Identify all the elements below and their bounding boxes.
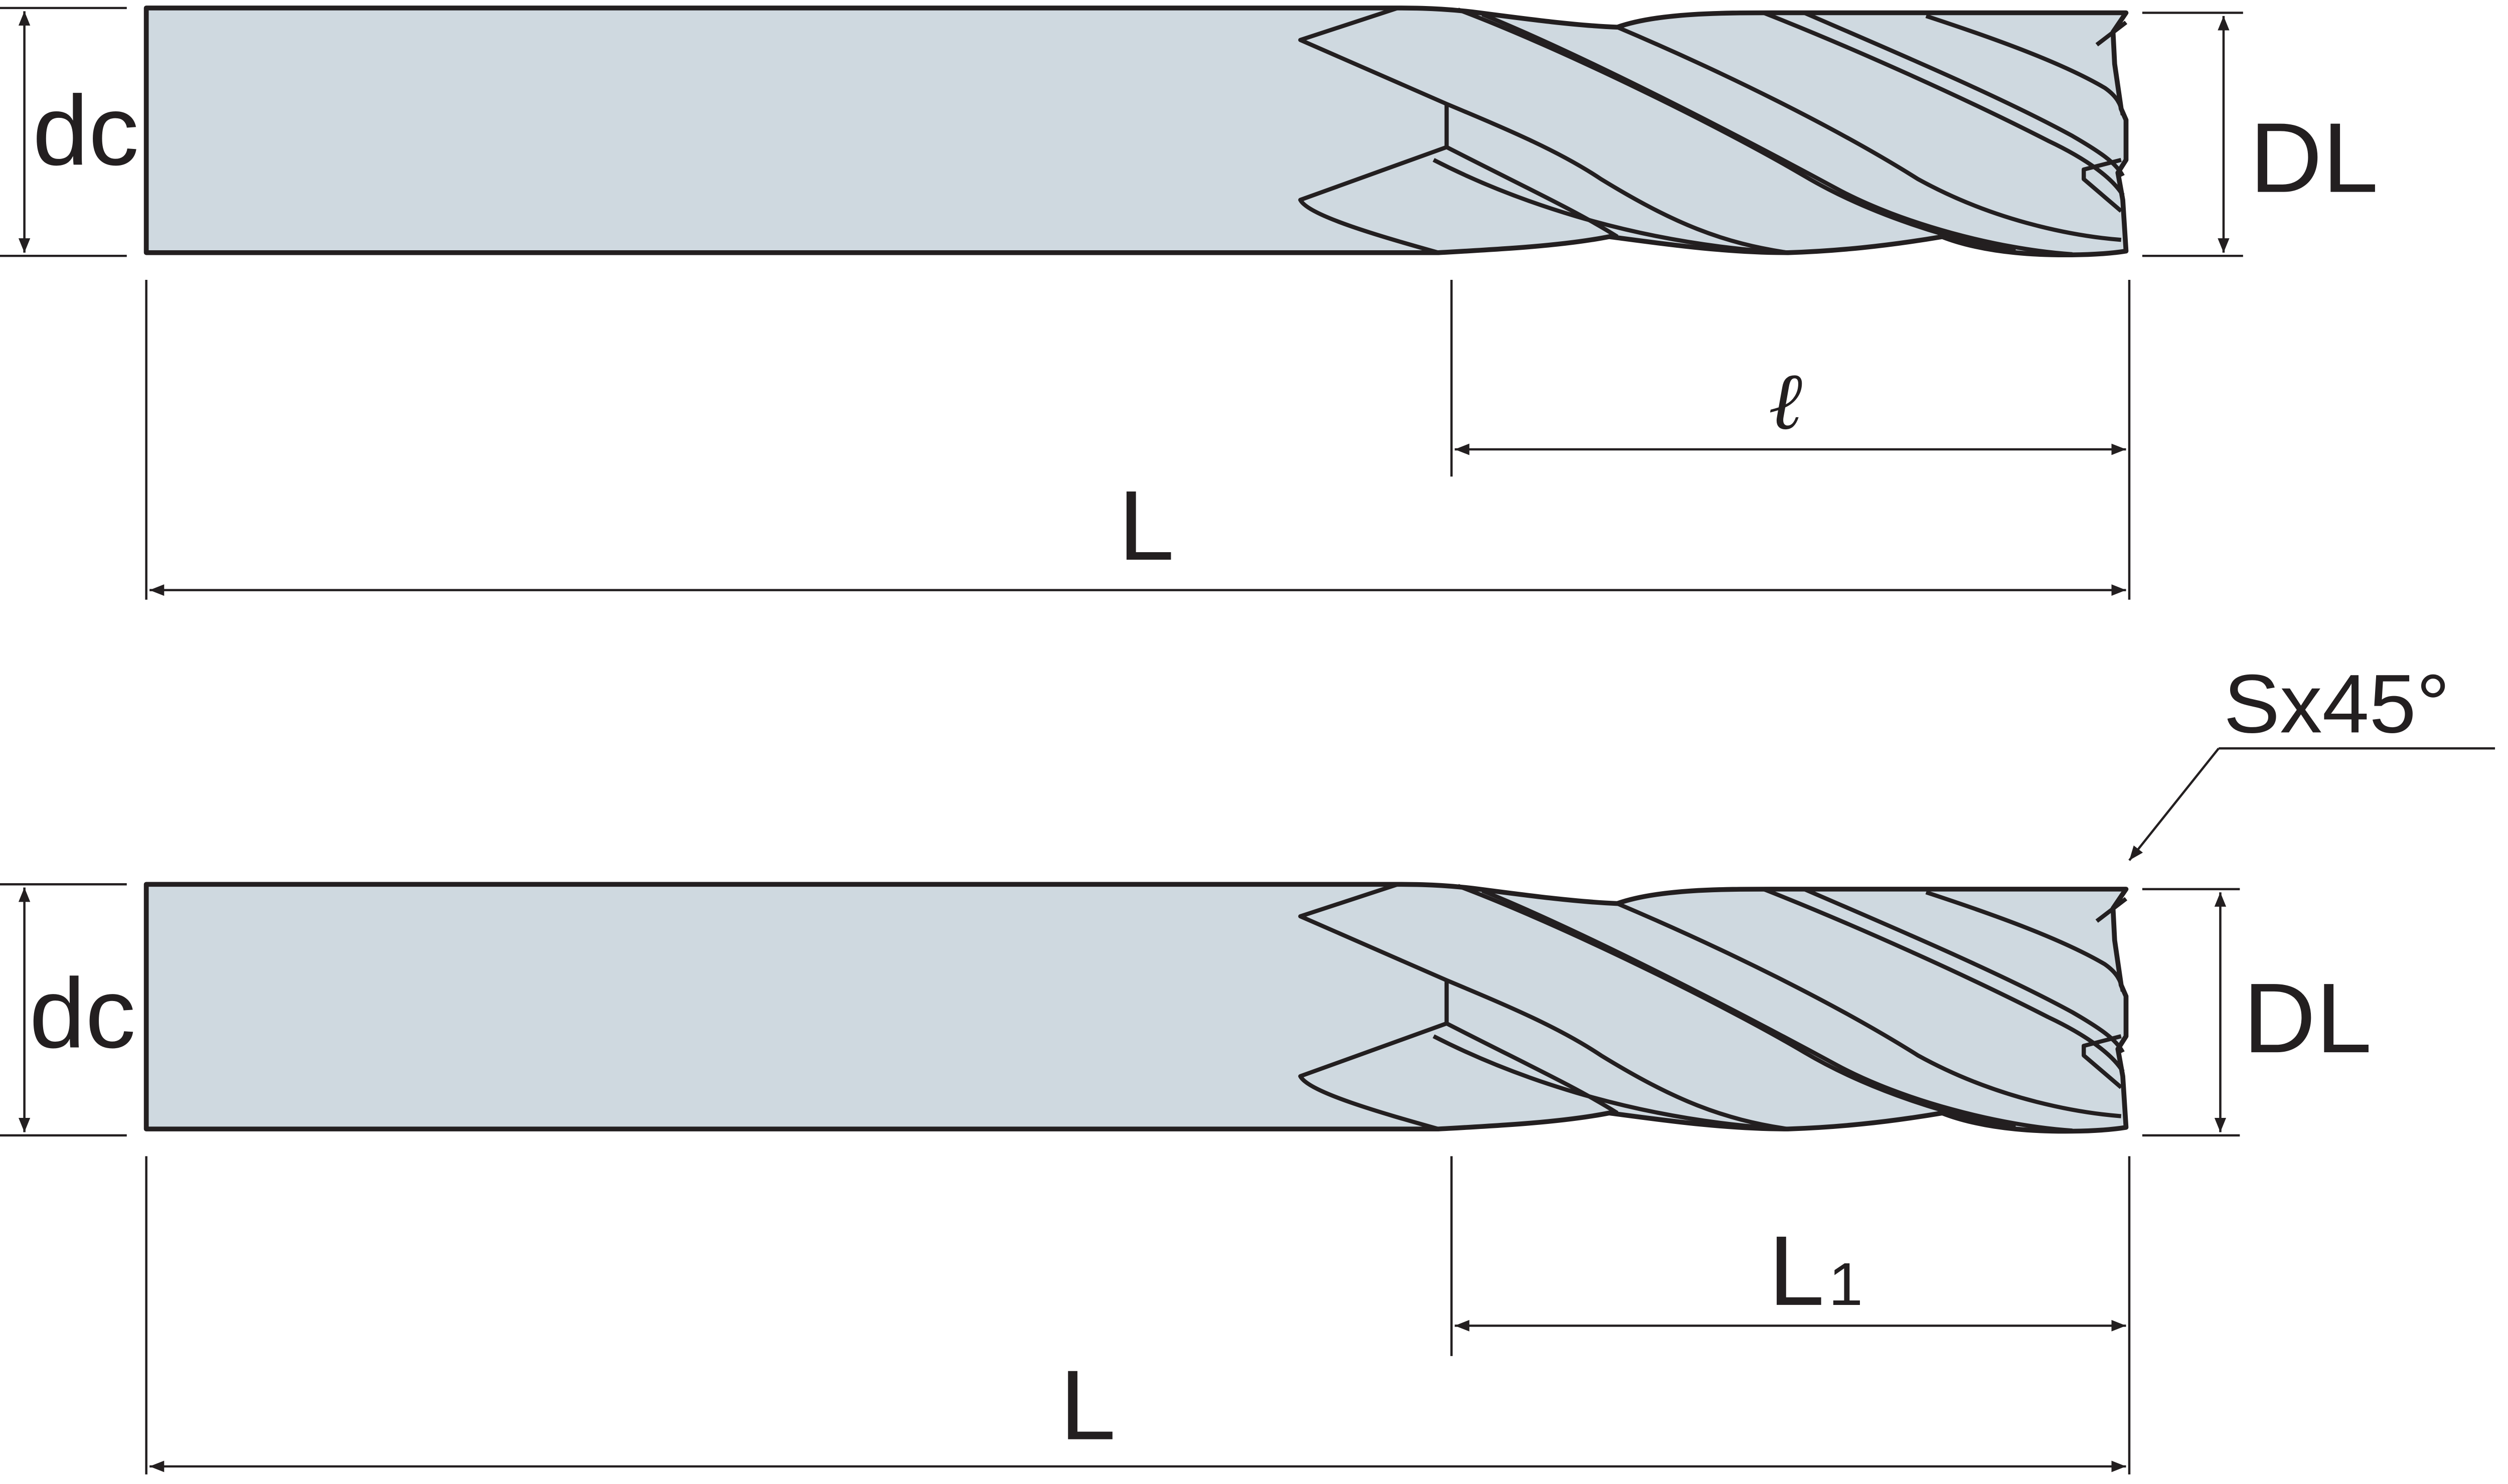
- chamfer-callout: Sx45°: [2128, 658, 2495, 861]
- top-end-mill-drawing: dc DL ℓ L: [0, 8, 2379, 600]
- dl-label: DL: [2243, 963, 2372, 1074]
- overall-length-label: L: [1118, 470, 1174, 581]
- dl-dimension: DL: [2142, 12, 2379, 257]
- flute-length-dimension: L 1: [1450, 1156, 2131, 1474]
- flute-length-label: L: [1769, 1216, 1825, 1326]
- dc-label: dc: [29, 958, 135, 1069]
- end-mill-body: [146, 884, 2126, 1131]
- dc-dimension: dc: [0, 7, 139, 257]
- flute-length-dimension: ℓ: [1450, 280, 2131, 600]
- overall-length-dimension: L: [145, 280, 2126, 600]
- end-mill-body: [146, 8, 2126, 255]
- bottom-end-mill-drawing: dc DL Sx45° L 1 L: [0, 658, 2495, 1474]
- flute-length-subscript: 1: [1828, 1250, 1862, 1318]
- flute-length-label: ℓ: [1769, 355, 1803, 447]
- dl-label: DL: [2250, 103, 2379, 213]
- overall-length-label: L: [1060, 1350, 1116, 1460]
- dc-dimension: dc: [0, 883, 136, 1137]
- dc-label: dc: [33, 76, 139, 186]
- overall-length-dimension: L: [145, 1156, 2126, 1474]
- dl-dimension: DL: [2142, 888, 2372, 1137]
- chamfer-label: Sx45°: [2224, 658, 2450, 750]
